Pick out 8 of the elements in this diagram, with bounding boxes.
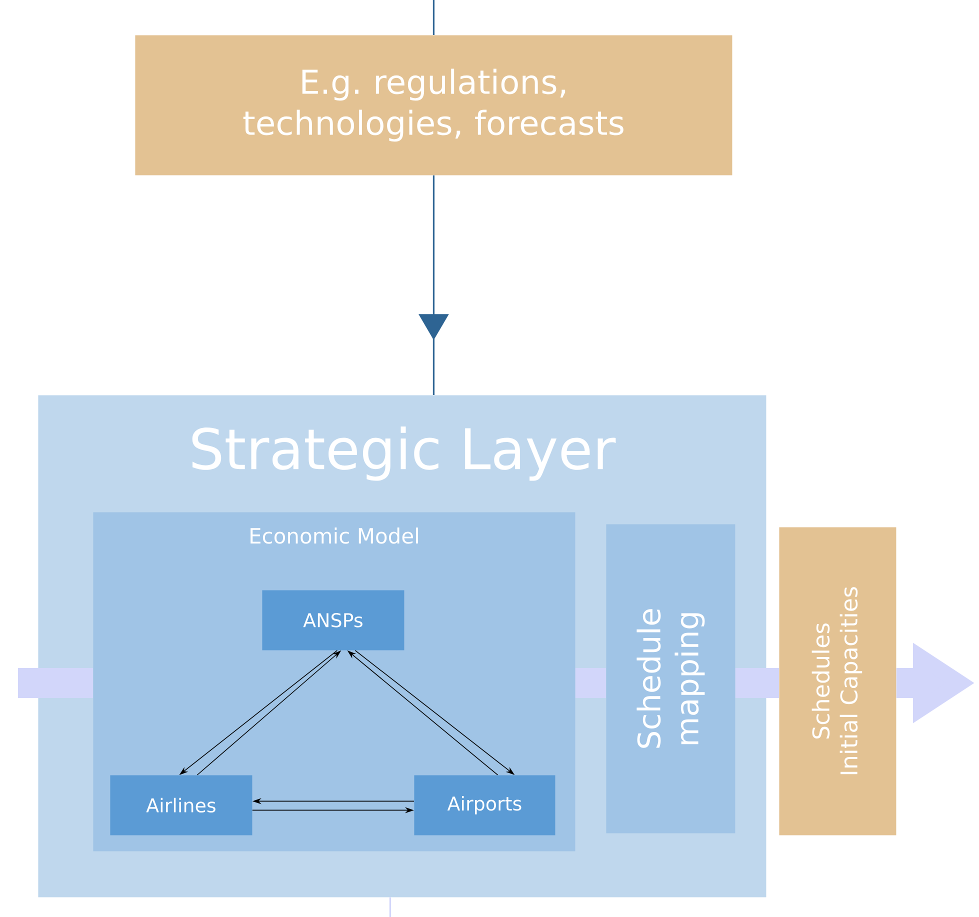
text-box: E.g. regulations, technologies, forecasts (135, 35, 732, 176)
output-box: Schedules Initial Capacities (779, 527, 896, 836)
connector-line (432, 0, 434, 35)
process-box: Airlines (110, 775, 252, 836)
process-box: ANSPs (262, 590, 404, 650)
process-box: Schedule mapping (606, 524, 736, 834)
connector-line (389, 897, 391, 917)
process-box: Airports (414, 775, 556, 836)
